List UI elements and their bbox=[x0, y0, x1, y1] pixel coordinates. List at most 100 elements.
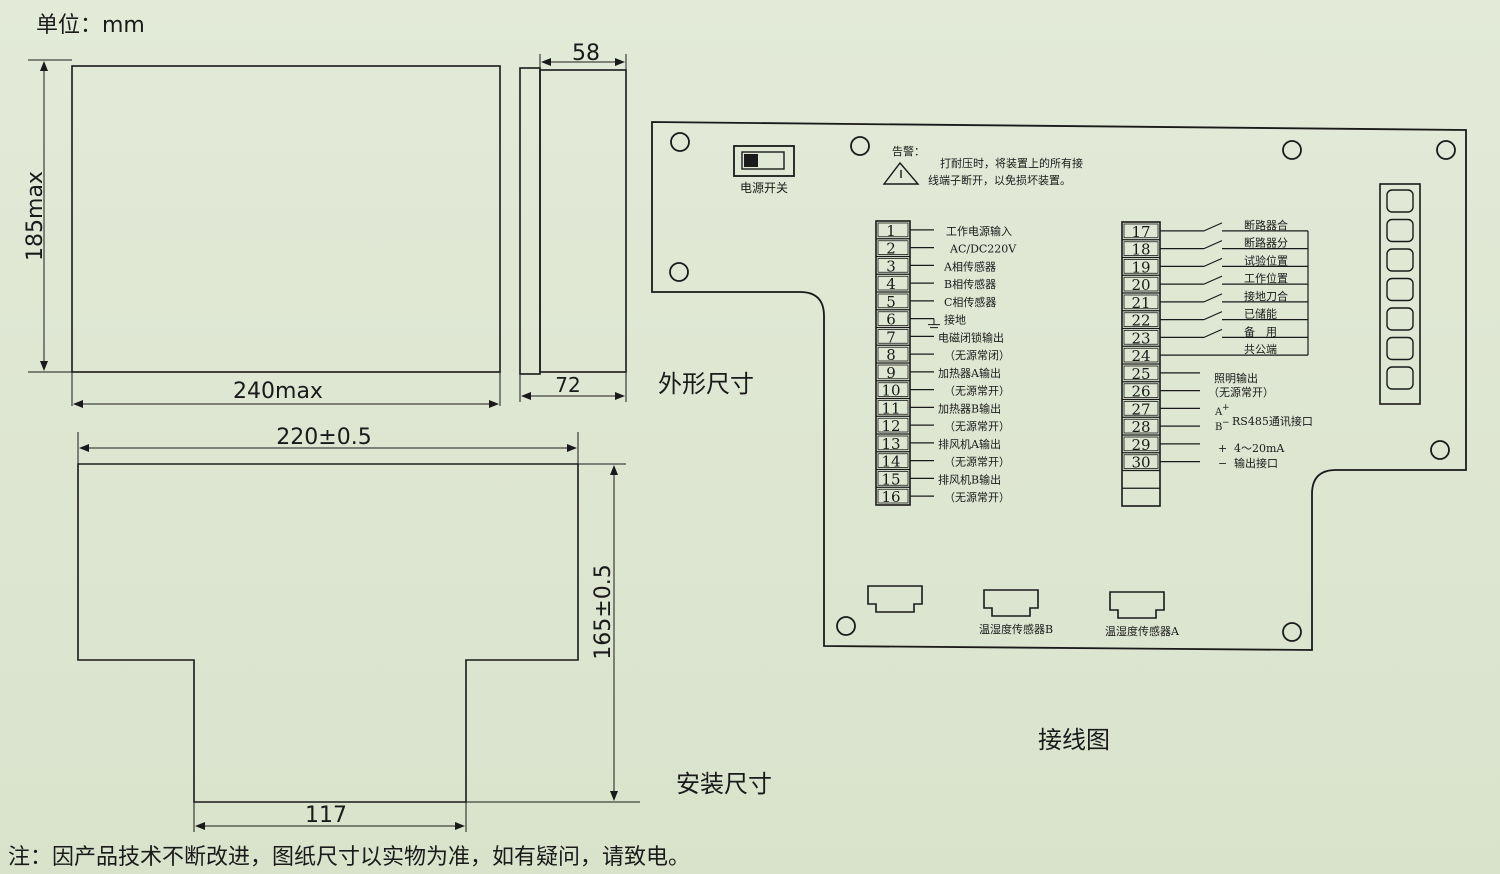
analog-minus-label: − bbox=[1218, 457, 1227, 470]
terminal-label: A相传感器 bbox=[943, 260, 996, 273]
indicator-led bbox=[1386, 366, 1414, 390]
terminal-number: 1 bbox=[886, 222, 896, 240]
terminal-label: B相传感器 bbox=[944, 278, 996, 291]
terminal-label: （无源常开） bbox=[944, 419, 1010, 433]
terminal-number: 10 bbox=[881, 382, 900, 400]
terminal-number: 6 bbox=[886, 311, 896, 329]
indicator-led bbox=[1386, 218, 1414, 243]
unit-label: 单位：mm bbox=[36, 13, 145, 38]
terminal-number: 3 bbox=[886, 257, 896, 275]
terminal-label: 加热器B输出 bbox=[938, 401, 1001, 415]
outline-depth-bottom-label: 72 bbox=[555, 373, 580, 397]
indicator-led bbox=[1386, 277, 1414, 302]
terminal-number: 30 bbox=[1131, 454, 1150, 472]
mount-hole bbox=[836, 616, 856, 636]
rs485-a-label: A bbox=[1214, 407, 1223, 418]
connector-socket bbox=[867, 585, 923, 613]
contact-label: 共公端 bbox=[1244, 343, 1277, 356]
terminal-label: （无源常闭） bbox=[944, 348, 1010, 362]
terminal-number: 21 bbox=[1131, 294, 1150, 312]
sensor-a-connector bbox=[1109, 591, 1165, 619]
contact-label: 断路器合 bbox=[1244, 218, 1288, 232]
rs485-label: RS485通讯接口 bbox=[1232, 415, 1313, 428]
outline-caption: 外形尺寸 bbox=[658, 370, 754, 398]
terminal-number: 19 bbox=[1131, 258, 1150, 276]
indicator-led bbox=[1386, 189, 1414, 213]
terminal-label: 排风机B输出 bbox=[938, 472, 1001, 486]
terminal-label: C相传感器 bbox=[944, 296, 996, 309]
mount-hole bbox=[670, 132, 690, 152]
terminal-label: AC/DC220V bbox=[949, 243, 1017, 256]
terminal-number: 2 bbox=[886, 240, 896, 258]
terminal-number: 12 bbox=[881, 417, 900, 435]
contact-label: 工作位置 bbox=[1244, 271, 1288, 285]
mount-hole bbox=[850, 136, 870, 156]
terminal-number: 22 bbox=[1131, 312, 1150, 330]
lighting-sub-label: （无源常开） bbox=[1208, 385, 1274, 399]
warning-icon bbox=[882, 161, 920, 185]
mounting-height-label: 165±0.5 bbox=[591, 564, 616, 659]
terminal-number: 29 bbox=[1131, 436, 1150, 454]
terminal-label: （无源常开） bbox=[944, 490, 1010, 504]
terminal-number: 18 bbox=[1131, 241, 1150, 259]
outline-front-view bbox=[28, 59, 501, 408]
wiring-panel: 电源开关 告警： 打耐压时，将装置上的所有接 线端子断开，以免损坏装置。 123… bbox=[651, 121, 1467, 651]
lighting-label: 照明输出 bbox=[1214, 371, 1258, 385]
terminal-number: 9 bbox=[886, 364, 896, 382]
contact-label: 备 用 bbox=[1244, 324, 1277, 338]
indicator-led bbox=[1386, 336, 1414, 361]
terminal-label: （无源常开） bbox=[944, 384, 1010, 398]
sensor-b-connector bbox=[983, 589, 1039, 617]
terminal-number: 23 bbox=[1131, 329, 1150, 347]
mounting-caption: 安装尺寸 bbox=[676, 770, 772, 798]
analog-range-label: 4～20mA bbox=[1234, 442, 1285, 455]
analog-plus-label: + bbox=[1218, 442, 1227, 455]
terminal-number: 24 bbox=[1131, 347, 1150, 365]
mounting-width-label: 220±0.5 bbox=[276, 425, 371, 450]
power-switch bbox=[733, 145, 795, 177]
rs485-plus-label: + bbox=[1222, 403, 1230, 413]
terminal-number: 20 bbox=[1131, 276, 1150, 294]
rs485-b-label: B bbox=[1215, 422, 1222, 433]
warning-title: 告警： bbox=[892, 144, 925, 158]
terminal-number: 11 bbox=[881, 399, 900, 417]
indicator-led bbox=[1386, 248, 1414, 272]
sensor-a-label: 温湿度传感器A bbox=[1105, 624, 1180, 638]
mount-hole bbox=[669, 262, 689, 282]
indicator-led-column bbox=[1379, 183, 1421, 405]
indicator-led bbox=[1386, 307, 1414, 331]
terminal-label: 加热器A输出 bbox=[938, 366, 1001, 380]
mount-hole bbox=[1436, 140, 1456, 160]
outline-depth-top-label: 58 bbox=[572, 41, 600, 66]
mounting-bottom-label: 117 bbox=[305, 803, 347, 828]
sensor-b-label: 温湿度传感器B bbox=[979, 622, 1053, 636]
rs485-minus-label: − bbox=[1222, 418, 1230, 428]
footer-note: 注：因产品技术不断改进，图纸尺寸以实物为准，如有疑问，请致电。 bbox=[8, 845, 690, 870]
terminal-number: 13 bbox=[881, 435, 900, 453]
contact-label: 接地刀合 bbox=[1244, 289, 1288, 303]
terminal-number: 26 bbox=[1131, 383, 1150, 401]
terminal-number: 14 bbox=[881, 453, 900, 471]
terminal-number: 5 bbox=[886, 293, 896, 311]
terminal-number: 4 bbox=[886, 275, 896, 293]
terminal-label: 排风机A输出 bbox=[938, 437, 1001, 451]
terminal-number: 28 bbox=[1131, 418, 1150, 436]
outline-side-view bbox=[519, 54, 627, 402]
mount-hole bbox=[1282, 140, 1302, 160]
right-terminal-block: 1718192021222324252627282930断路器合断路器分试验位置… bbox=[1121, 218, 1313, 507]
outline-height-label: 185max bbox=[23, 171, 48, 261]
contact-label: 断路器分 bbox=[1244, 236, 1288, 250]
analog-output-label: 输出接口 bbox=[1234, 456, 1278, 470]
terminal-number: 25 bbox=[1131, 365, 1150, 383]
terminal-label: 接地 bbox=[944, 314, 966, 327]
terminal-number: 7 bbox=[886, 328, 896, 346]
terminal-number: 17 bbox=[1131, 223, 1150, 241]
terminal-number: 8 bbox=[886, 346, 896, 364]
contact-label: 试验位置 bbox=[1244, 253, 1288, 267]
mounting-cutout bbox=[77, 432, 640, 832]
warning-line2: 线端子断开，以免损坏装置。 bbox=[928, 173, 1071, 187]
terminal-label: 电磁闭锁输出 bbox=[938, 330, 1004, 344]
contact-label: 已储能 bbox=[1244, 307, 1277, 321]
